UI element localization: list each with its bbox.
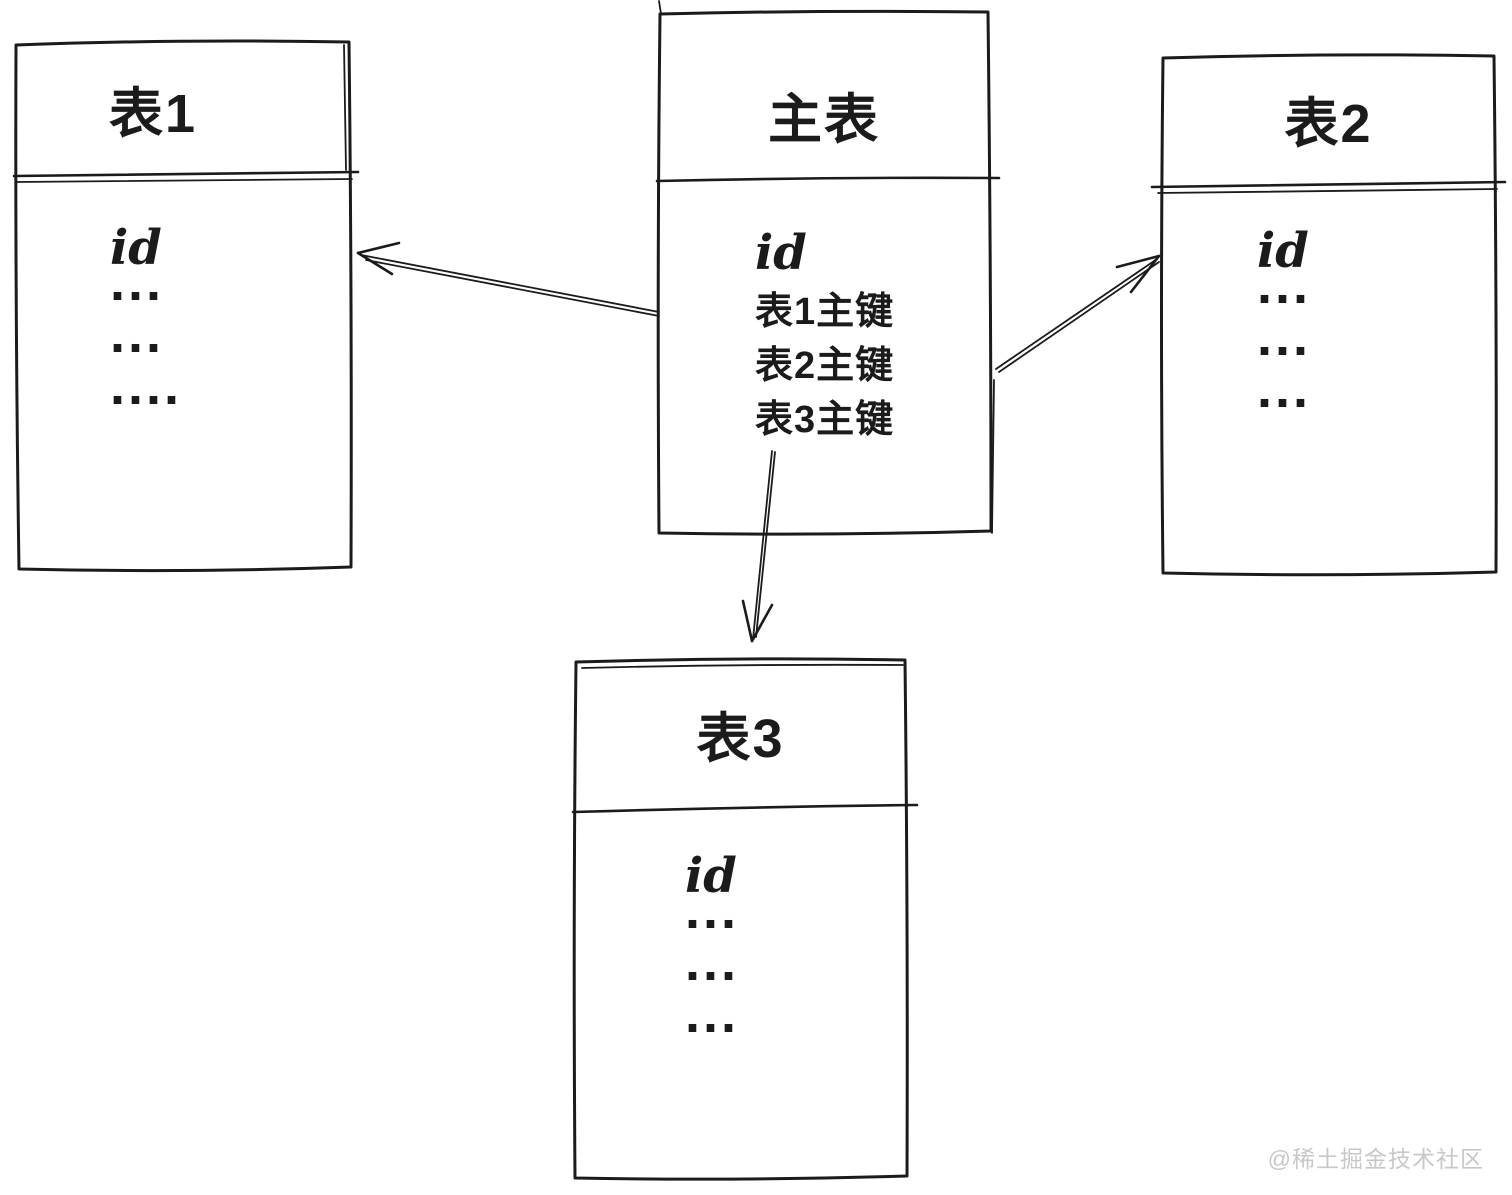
table3-field-row4-text: ... <box>685 984 740 1044</box>
table2-field-id: id <box>1257 223 1311 279</box>
arrow-main-to-table3 <box>741 450 776 643</box>
table3-body: id ... ... ... <box>573 808 908 1180</box>
table1-header: 表1 <box>14 40 352 177</box>
table1-field-id-text: id <box>110 220 162 276</box>
table-table2: 表2 id ... ... ... <box>1161 54 1496 575</box>
main-field-table2-key-text: 表2主键 <box>755 344 895 387</box>
table-table1: 表1 id ... ... .... <box>14 40 352 570</box>
table3-field-row3: ... <box>685 932 739 1006</box>
table2-field-row3: ... <box>1257 307 1311 381</box>
table3-title: 表3 <box>696 709 785 769</box>
main-field-table1-key: 表1主键 <box>755 280 894 334</box>
table1-field-row3: ... <box>110 304 182 378</box>
arrow-main-to-table2 <box>995 254 1161 373</box>
table2-field-row3-text: ... <box>1257 307 1312 367</box>
table3-field-row2: ... <box>685 880 739 954</box>
table1-box <box>12 39 360 573</box>
main-table-body: id 表1主键 表2主键 表3主键 <box>657 180 991 535</box>
table3-field-id: id <box>685 848 739 904</box>
table2-field-row2-text: ... <box>1257 255 1312 315</box>
main-field-id-text: id <box>755 225 807 281</box>
table-table3: 表3 id ... ... ... <box>573 659 908 1180</box>
main-table-header: 主表 <box>657 11 991 180</box>
table1-field-row4-text: .... <box>110 356 183 416</box>
table2-title: 表2 <box>1284 94 1373 154</box>
main-field-id: id <box>755 225 894 281</box>
table1-field-row4: .... <box>110 356 182 430</box>
main-field-table3-key: 表3主键 <box>755 388 894 442</box>
table2-header: 表2 <box>1161 54 1496 183</box>
table-main: 主表 id 表1主键 表2主键 表3主键 <box>657 11 991 535</box>
main-table-title: 主表 <box>768 90 880 150</box>
table1-field-id: id <box>110 220 182 276</box>
arrow-main-to-table1 <box>356 241 660 317</box>
table3-field-row3-text: ... <box>685 932 740 992</box>
table3-header: 表3 <box>573 659 908 808</box>
table2-field-row4: ... <box>1257 359 1311 433</box>
table1-body: id ... ... .... <box>14 177 352 570</box>
watermark: @稀土掘金技术社区 <box>1267 1146 1484 1172</box>
table3-box <box>571 657 919 1181</box>
table1-field-row2: ... <box>110 252 182 326</box>
main-field-table1-key-text: 表1主键 <box>755 290 895 333</box>
table2-field-row2: ... <box>1257 255 1311 329</box>
table2-body: id ... ... ... <box>1161 183 1496 575</box>
table3-field-id-text: id <box>685 848 737 904</box>
table3-field-row4: ... <box>685 984 739 1058</box>
table3-field-row2-text: ... <box>685 880 740 940</box>
main-table-box <box>655 0 1001 536</box>
table1-field-row2-text: ... <box>110 252 165 312</box>
table2-field-row4-text: ... <box>1257 359 1312 419</box>
table1-field-row3-text: ... <box>110 304 165 364</box>
table1-title: 表1 <box>108 84 198 144</box>
main-field-table3-key-text: 表3主键 <box>755 398 895 441</box>
table2-box <box>1150 53 1507 577</box>
main-field-table2-key: 表2主键 <box>755 334 894 388</box>
table2-field-id-text: id <box>1257 223 1309 279</box>
